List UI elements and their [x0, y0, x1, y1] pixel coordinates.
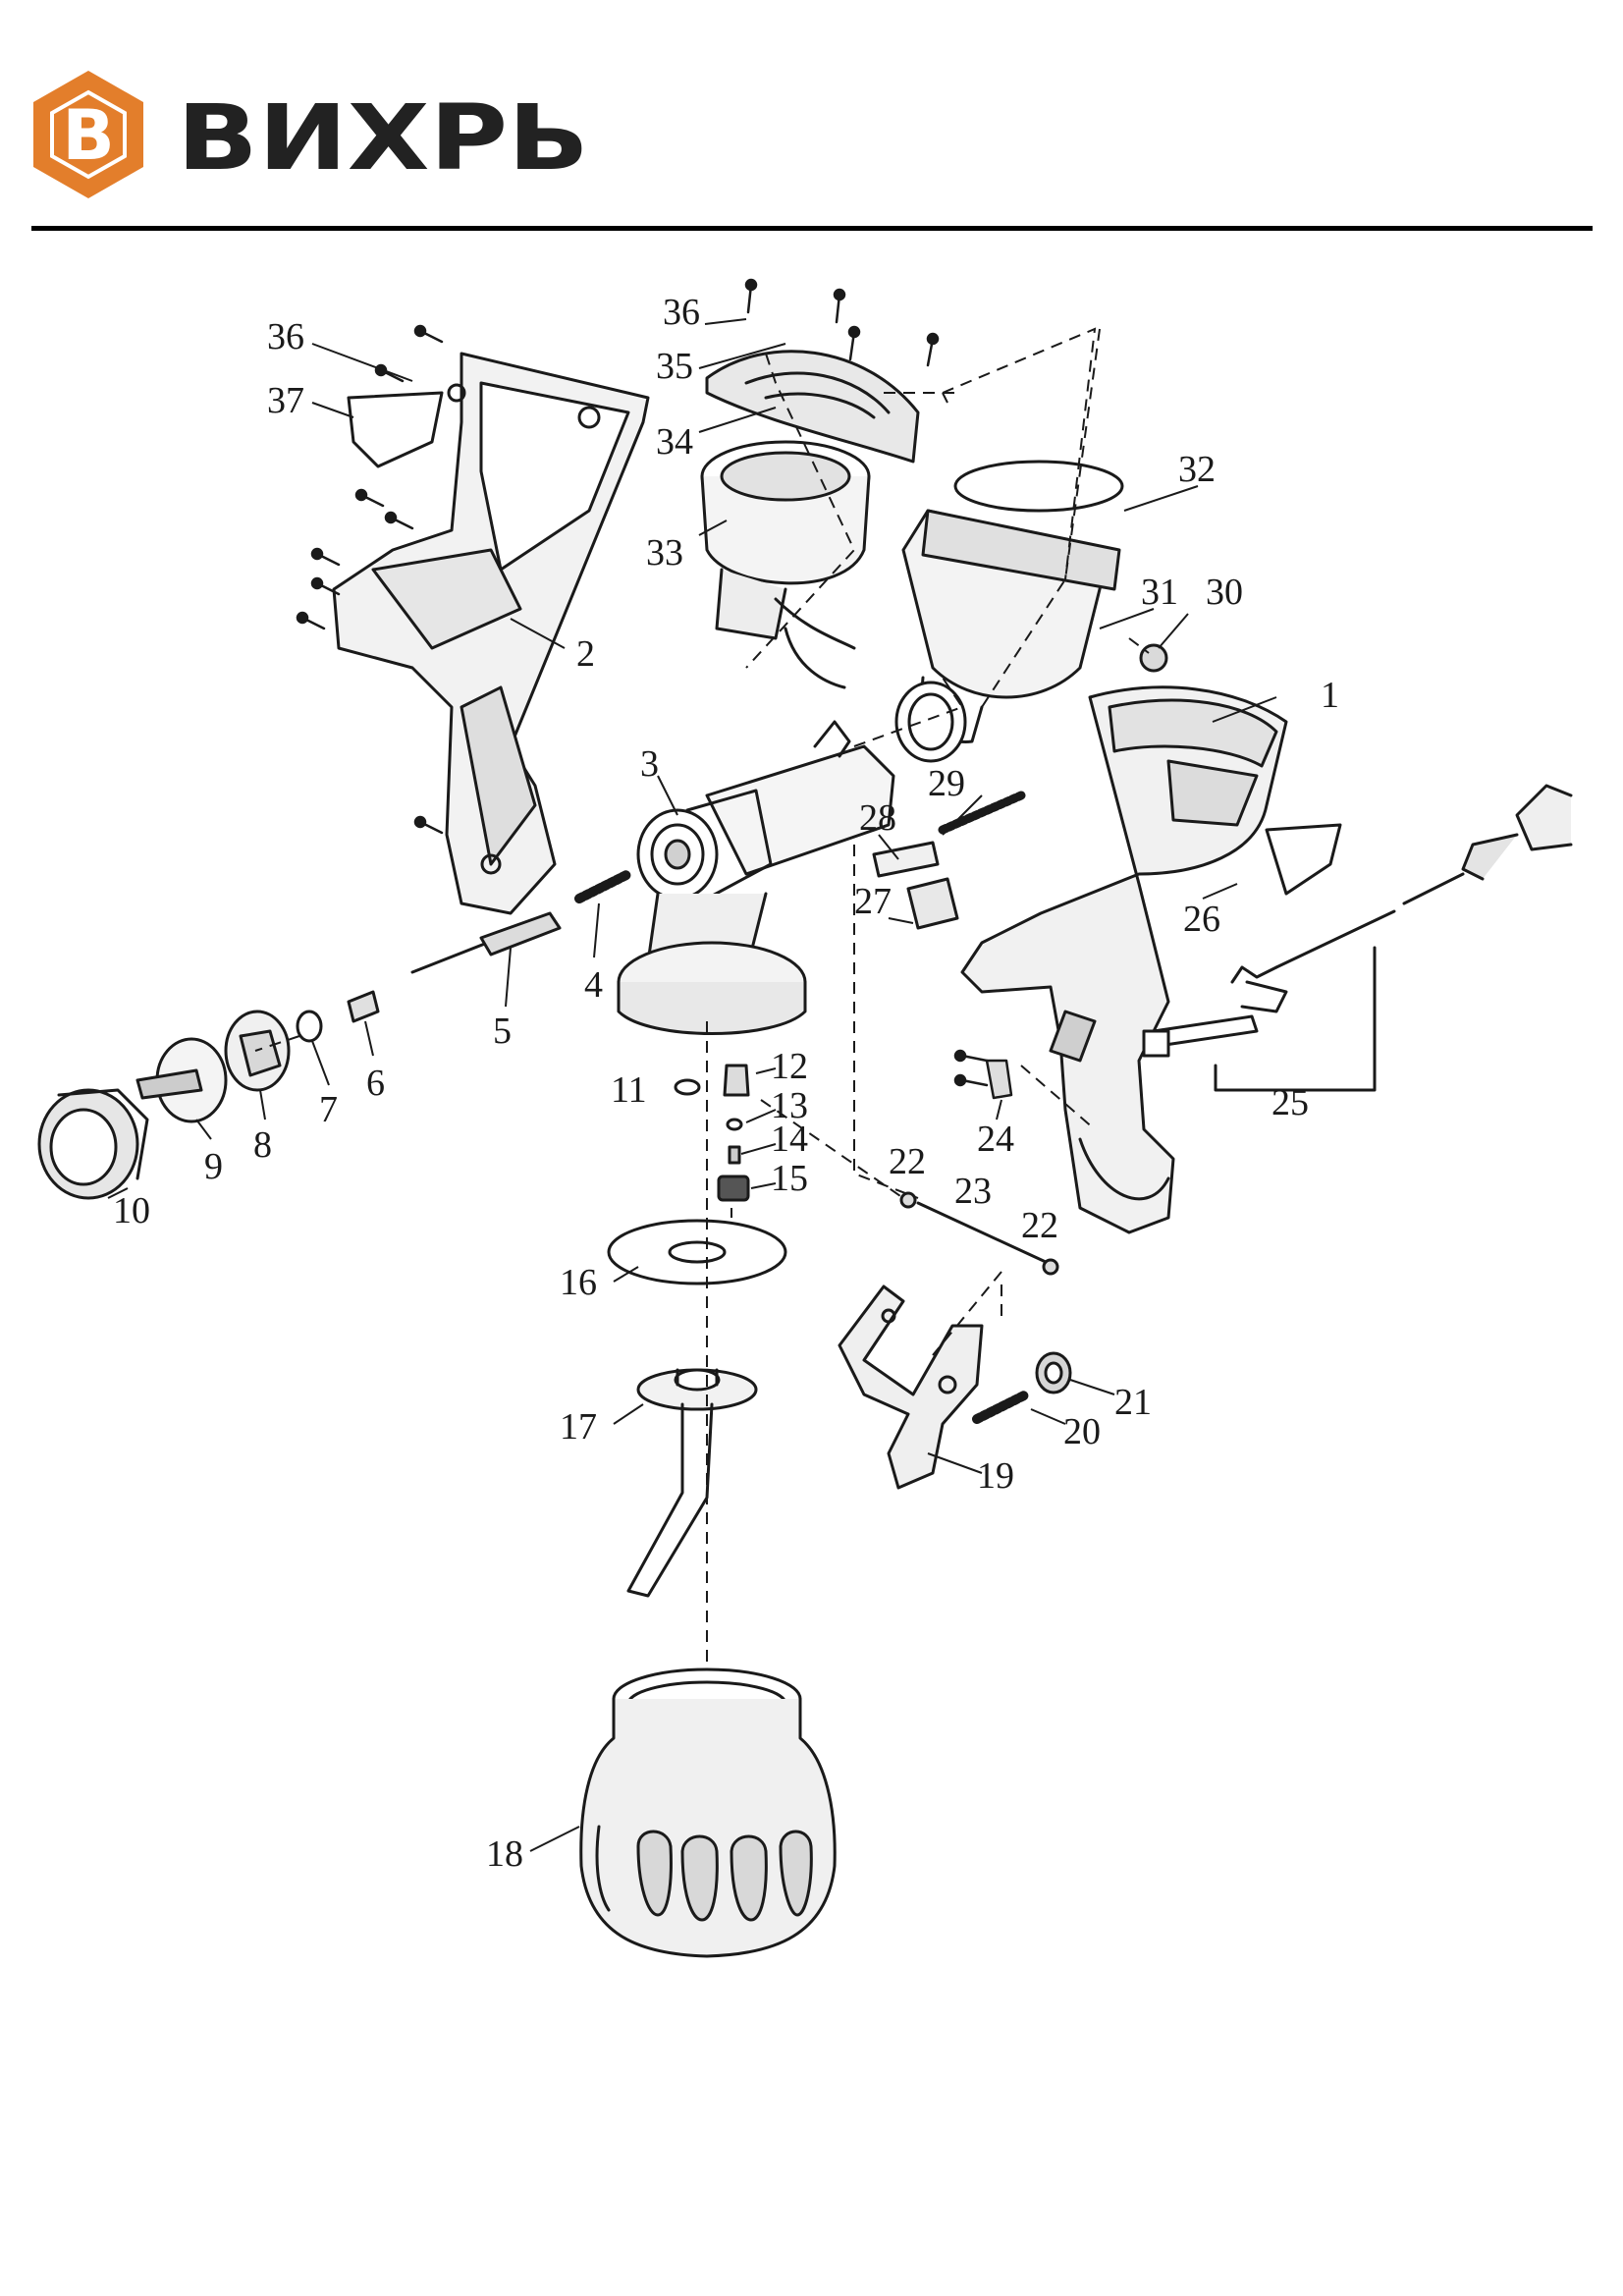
cap-15 [717, 1175, 750, 1202]
container-18 [579, 1667, 837, 1958]
callout-4: 4 [584, 964, 603, 1006]
callout-10: 10 [113, 1190, 150, 1231]
callout-27: 27 [854, 881, 892, 922]
callout-36a: 36 [663, 292, 700, 333]
callout-17: 17 [560, 1406, 597, 1448]
callout-3: 3 [640, 743, 659, 785]
callout-2: 2 [576, 633, 595, 675]
callout-7: 7 [319, 1089, 338, 1130]
pump-body-3 [617, 720, 895, 1035]
brand-logo: B ВИХРЬ [33, 71, 589, 198]
nut-30 [1139, 643, 1168, 673]
gasket-16 [607, 1219, 787, 1285]
switch-27 [906, 877, 959, 930]
callout-8: 8 [253, 1124, 272, 1166]
callout-numbers: 1 2 3 4 5 6 7 8 9 10 11 12 13 14 15 16 1… [113, 292, 1339, 1875]
callout-29: 29 [928, 763, 965, 804]
o-ring-11 [674, 1078, 701, 1096]
callout-14: 14 [771, 1119, 808, 1160]
housing-left-half [332, 352, 650, 915]
callout-26: 26 [1183, 899, 1220, 940]
callout-6: 6 [366, 1063, 385, 1104]
callout-32: 32 [1178, 449, 1216, 490]
callout-30: 30 [1206, 572, 1243, 613]
brand-name: ВИХРЬ [177, 85, 589, 191]
washer-22b [1042, 1258, 1059, 1276]
motor-33 [700, 440, 871, 689]
callout-12: 12 [771, 1046, 808, 1087]
valve-12 [723, 1064, 750, 1097]
piston-5 [410, 911, 562, 974]
callout-9: 9 [204, 1146, 223, 1187]
callout-33: 33 [646, 532, 683, 574]
nozzle-parts [37, 1010, 291, 1200]
label-sticker-37 [347, 391, 444, 468]
screws-24 [953, 1049, 1013, 1100]
callout-37: 37 [267, 380, 304, 421]
fan-housing-31 [894, 460, 1124, 763]
washer-13 [726, 1118, 743, 1131]
assembly-guide-lines [254, 327, 1150, 1669]
logo-letter: B [62, 95, 114, 176]
header-divider [31, 226, 1593, 231]
screws-left-housing [296, 324, 444, 835]
callout-18: 18 [486, 1833, 523, 1875]
spring-20 [972, 1390, 1031, 1424]
spring-4 [574, 869, 633, 903]
callout-16: 16 [560, 1262, 597, 1303]
callout-13: 13 [771, 1085, 808, 1126]
callout-20: 20 [1063, 1411, 1101, 1452]
washer-22a [899, 1191, 917, 1209]
callout-34: 34 [656, 421, 693, 463]
suction-tube-17 [626, 1368, 758, 1598]
valve-6 [347, 990, 380, 1023]
callout-23: 23 [954, 1171, 992, 1212]
callout-5: 5 [493, 1011, 512, 1052]
spring-29 [938, 791, 1026, 835]
callout-25: 25 [1271, 1082, 1309, 1123]
pin-23 [916, 1201, 1048, 1264]
o-ring-7 [296, 1010, 323, 1043]
adjust-knob-21 [1035, 1351, 1072, 1394]
callout-19: 19 [977, 1455, 1014, 1497]
callout-31: 31 [1141, 572, 1178, 613]
housing-right-half [960, 685, 1288, 1234]
callout-1: 1 [1321, 675, 1339, 716]
callout-15: 15 [771, 1158, 808, 1199]
leader-lines [107, 318, 1277, 1852]
top-screws [744, 278, 940, 367]
parts-drawing [37, 278, 1573, 1958]
callout-22b: 22 [1021, 1205, 1058, 1246]
label-sticker-26 [1265, 823, 1342, 896]
callout-35: 35 [656, 346, 693, 387]
callout-24: 24 [977, 1119, 1014, 1160]
power-cord-25 [1142, 784, 1573, 1092]
callout-22a: 22 [889, 1141, 926, 1182]
switch-cover-28 [872, 841, 940, 878]
callout-11: 11 [611, 1069, 647, 1111]
callout-21: 21 [1114, 1382, 1152, 1423]
callout-36b: 36 [267, 316, 304, 357]
spring-14 [728, 1145, 741, 1165]
trigger-19 [838, 1285, 984, 1490]
callout-28: 28 [859, 797, 896, 839]
